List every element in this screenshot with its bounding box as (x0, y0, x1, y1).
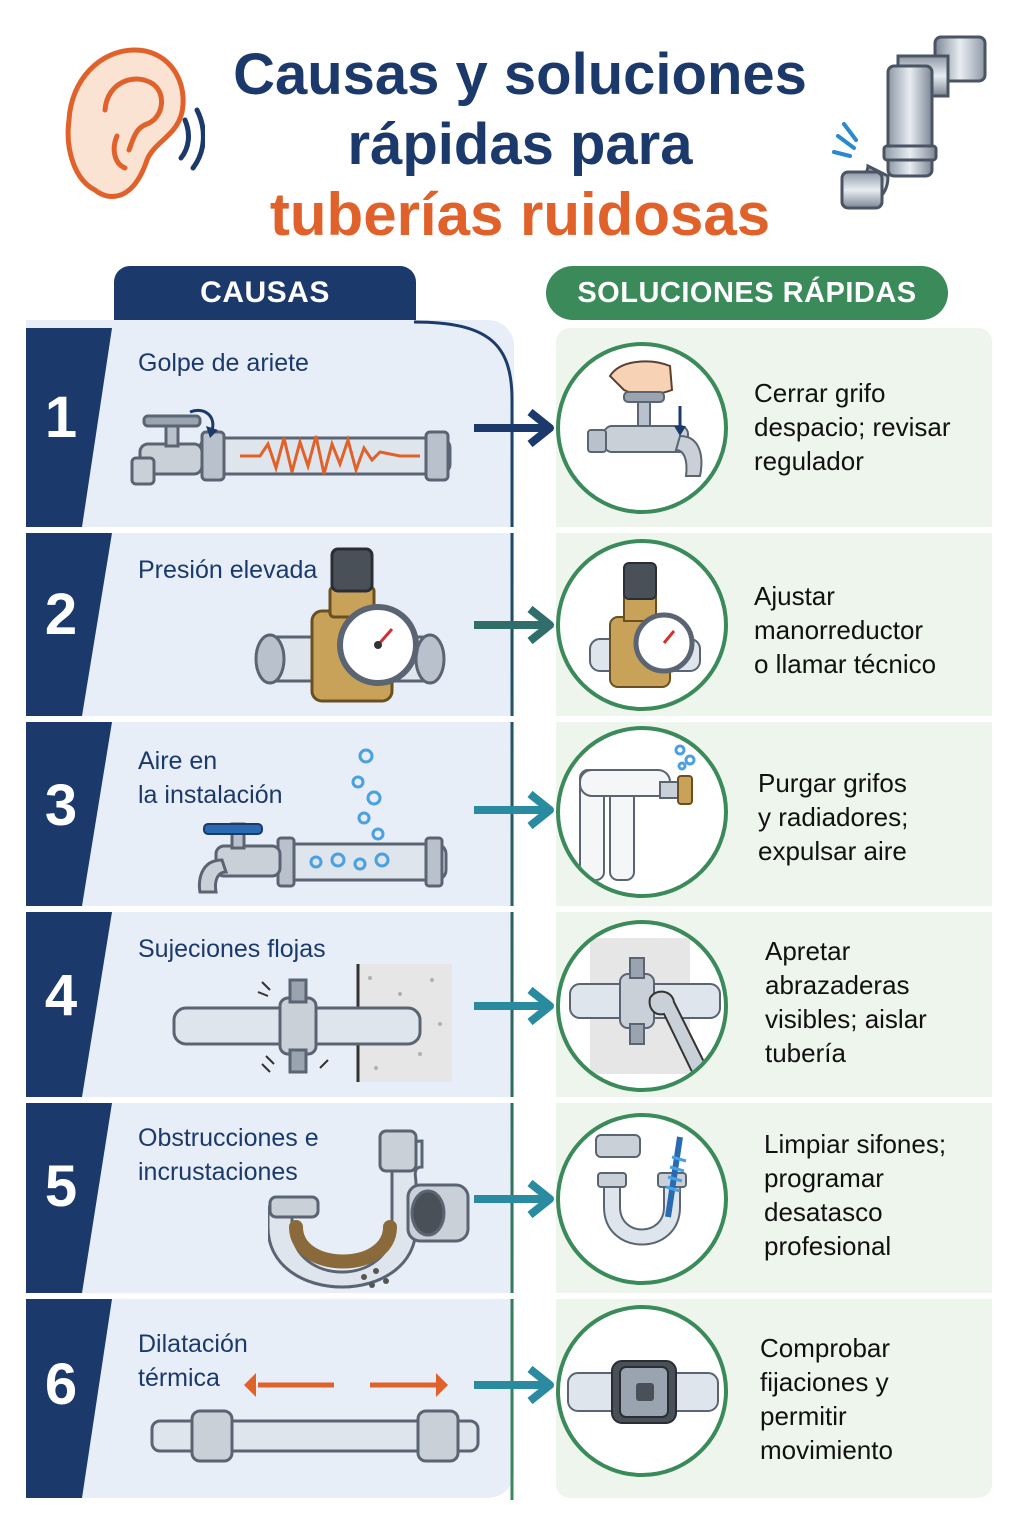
cause-label: Sujeciones flojas (138, 935, 326, 963)
solution-text: Apretar abrazaderas visibles; aislar tub… (765, 936, 927, 1068)
number-badge (26, 328, 112, 527)
pressure-regulator-gauge-icon (254, 547, 446, 703)
row-divider (26, 527, 514, 533)
solution-text: Comprobar fijaciones y permitir movimien… (760, 1333, 893, 1465)
number-badge (26, 1103, 112, 1293)
row-divider (556, 906, 992, 912)
row-divider (556, 527, 992, 533)
row-divider (556, 716, 992, 722)
number-badge (26, 722, 112, 906)
solution-text: Cerrar grifo despacio; revisar regulador (754, 378, 951, 476)
row-2: 2 Presión elevada Ajustar manorreductor … (0, 533, 1024, 716)
row-4: 4 Sujeciones flojas Apretar abrazaderas … (0, 912, 1024, 1097)
arrow-right-icon (474, 986, 554, 1026)
ear-icon (55, 40, 206, 210)
row-number: 5 (44, 1154, 78, 1219)
row-number: 1 (44, 385, 78, 450)
row-divider (26, 906, 514, 912)
solutions-header: SOLUCIONES RÁPIDAS (546, 266, 948, 320)
trap-brush-icon (556, 1113, 728, 1285)
title-line-3: tuberías ruidosas (269, 181, 771, 248)
solution-text: Ajustar manorreductor o llamar técnico (754, 581, 937, 679)
pipe-coupling-icon (556, 1305, 728, 1477)
title-line-2: rápidas para (347, 112, 693, 177)
cause-label: Presión elevada (138, 556, 318, 584)
row-number: 2 (44, 582, 78, 647)
row-1: 1 Golpe de ariete Cerrar grifo despacio;… (0, 328, 1024, 527)
arrow-right-icon (474, 605, 554, 645)
hand-closing-faucet-icon (556, 342, 728, 514)
cause-label: Golpe de ariete (138, 349, 309, 377)
wrench-tighten-clamp-icon (556, 920, 728, 1092)
row-6: 6 Dilatación térmica Comprobar fijacione… (0, 1299, 1024, 1498)
row-divider (26, 1293, 514, 1299)
arrow-right-icon (474, 408, 554, 448)
number-badge (26, 1299, 112, 1498)
radiator-bleed-valve-icon (556, 726, 728, 898)
number-badge (26, 533, 112, 716)
arrow-right-icon (474, 1365, 554, 1405)
cause-label: Obstrucciones e incrustaciones (138, 1124, 319, 1186)
row-divider (26, 716, 514, 722)
faucet-air-bubbles-icon (197, 748, 448, 894)
arrow-right-icon (474, 1179, 554, 1219)
pipe-expansion-icon (150, 1373, 480, 1463)
row-divider (556, 1293, 992, 1299)
row-number: 6 (44, 1352, 78, 1417)
faucet-pipe-shock-icon (130, 409, 452, 486)
title-line-1: Causas y soluciones (233, 42, 807, 107)
page-title: Causas y soluciones rápidas para tubería… (200, 40, 840, 250)
causes-header: CAUSAS (114, 266, 416, 320)
row-divider (26, 1097, 514, 1103)
cause-label: Dilatación térmica (138, 1330, 248, 1392)
number-badge (26, 912, 112, 1097)
pressure-regulator-icon (556, 539, 728, 711)
row-divider (556, 1097, 992, 1103)
row-5: 5 Obstrucciones e incrustaciones Limpiar… (0, 1103, 1024, 1293)
cause-label: Aire en la instalación (138, 747, 283, 809)
row-number: 4 (44, 963, 78, 1028)
solution-text: Limpiar sifones; programar desatasco pro… (764, 1129, 947, 1261)
row-3: 3 Aire en la instalación Purgar grifos y… (0, 722, 1024, 906)
arrow-right-icon (474, 790, 554, 830)
solution-text: Purgar grifos y radiadores; expulsar air… (758, 768, 909, 866)
clogged-trap-icon (268, 1129, 470, 1289)
noisy-pipe-icon (828, 26, 998, 216)
row-number: 3 (44, 773, 78, 838)
solutions-panel (556, 328, 992, 1498)
loose-pipe-clamp-icon (172, 964, 452, 1082)
